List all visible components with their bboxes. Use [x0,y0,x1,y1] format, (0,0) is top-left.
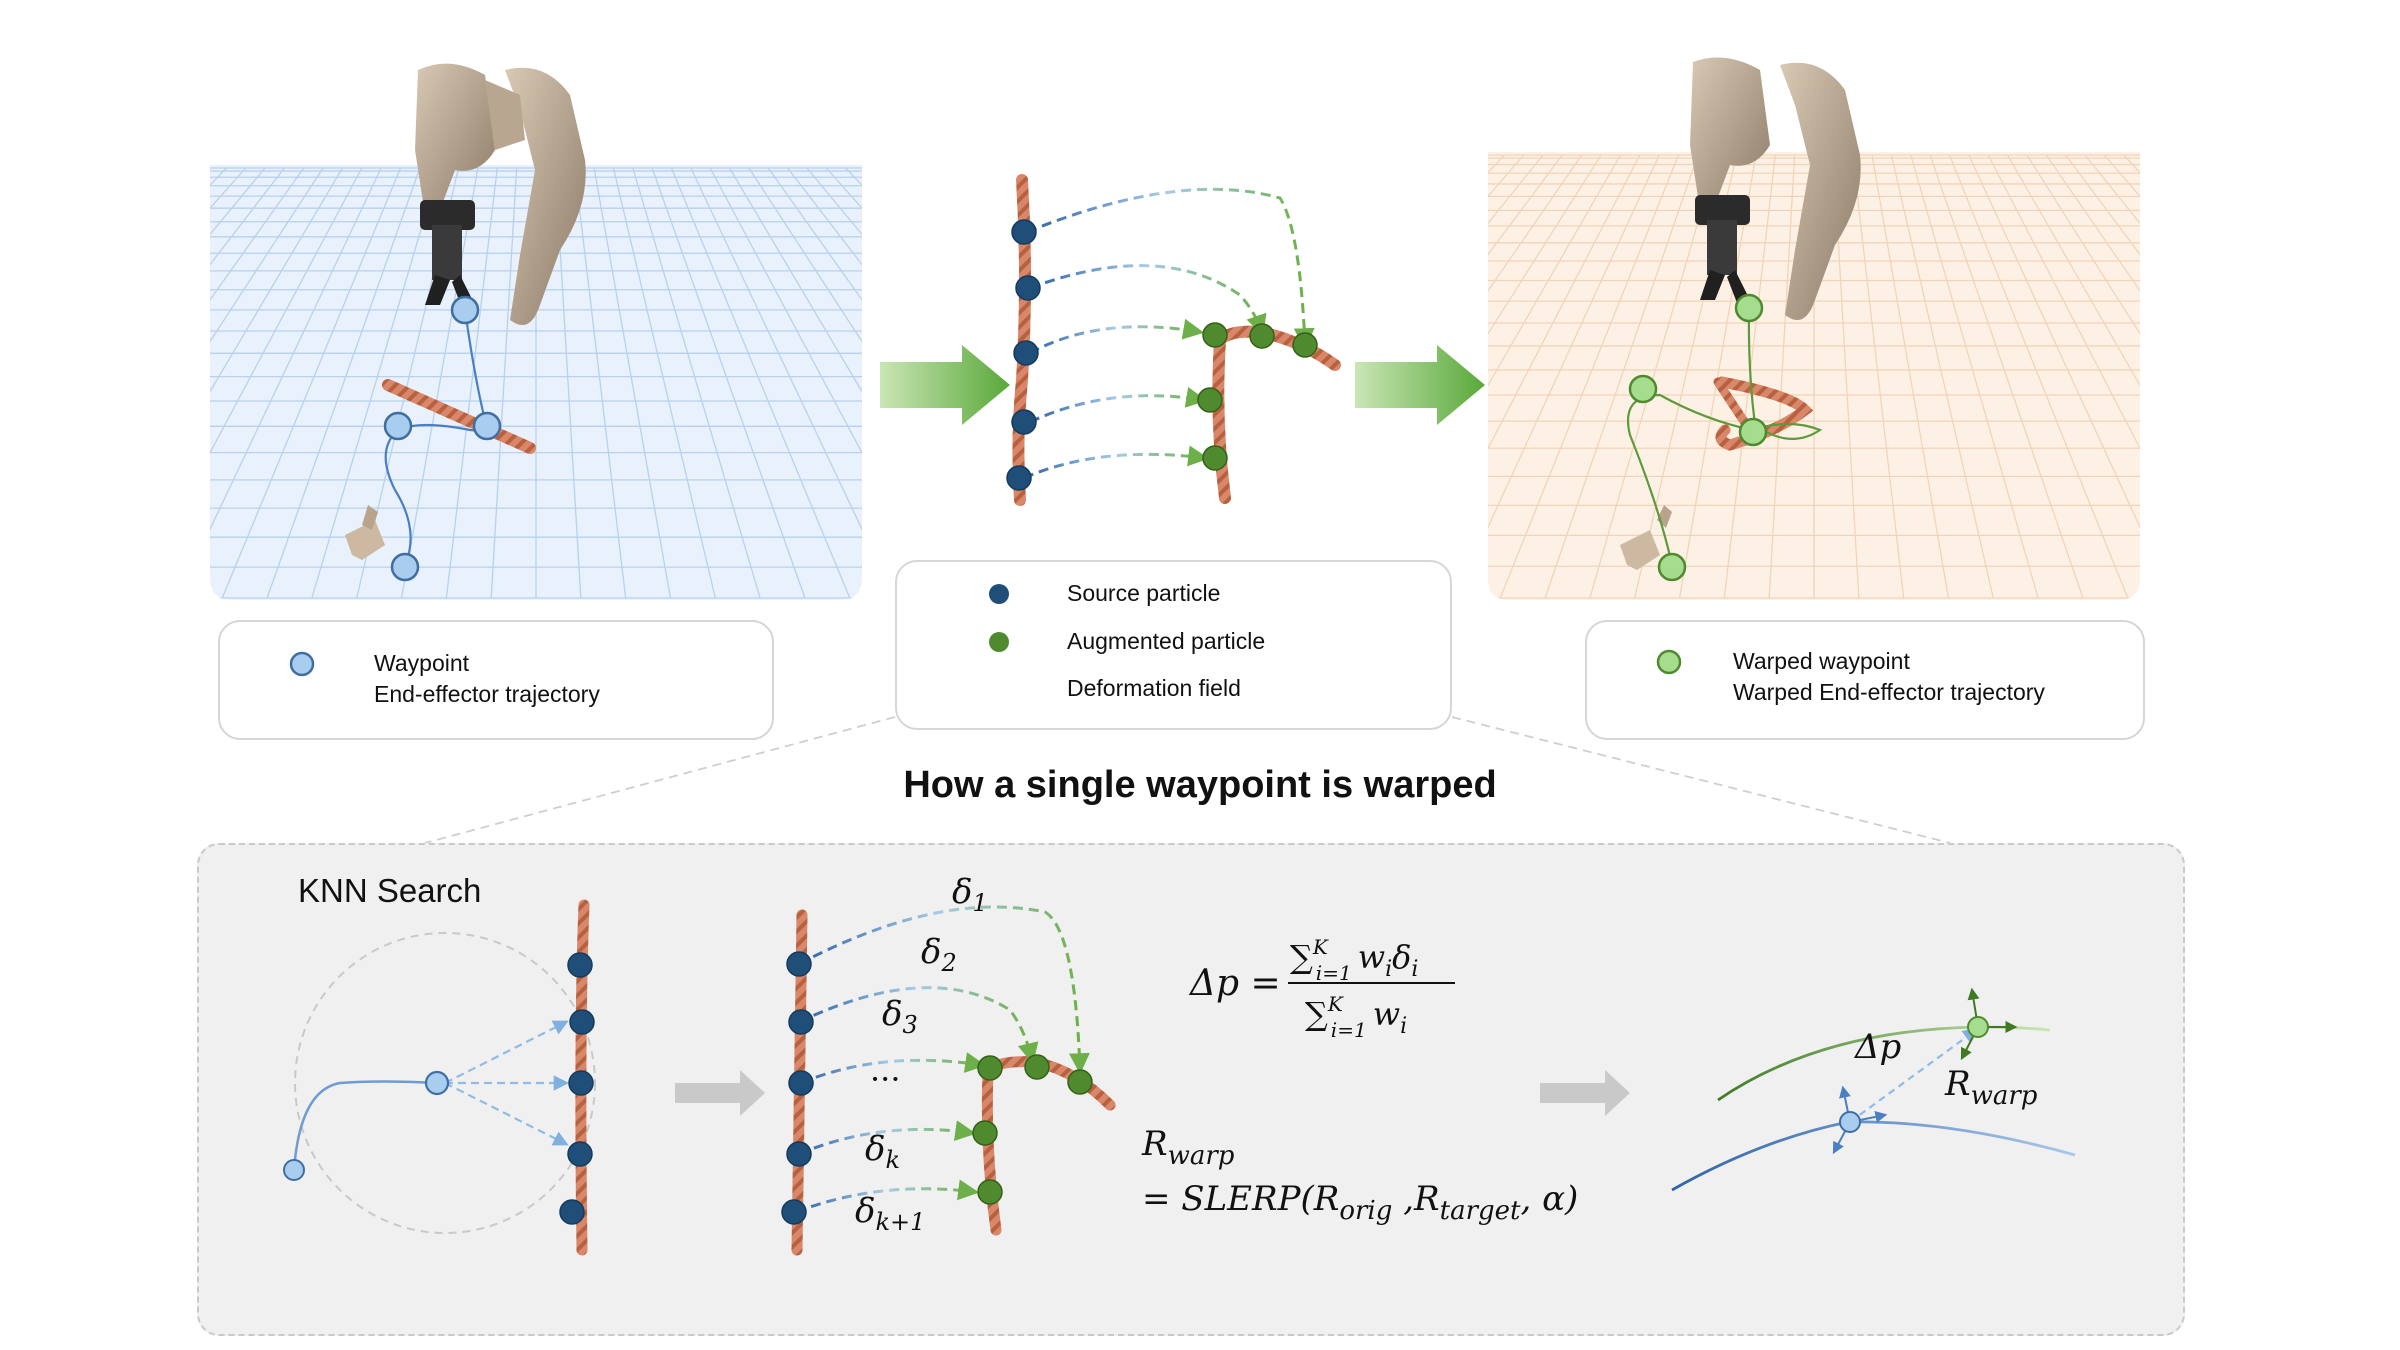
detail-deformation-field [795,905,1090,1214]
formula-lhs: Δp = [1188,963,1281,1004]
left-legend: Waypoint End-effector trajectory [218,620,774,740]
section-title: How a single waypoint is warped [903,764,1497,806]
flow-arrow-1 [880,345,1010,425]
warp-displacement-arrow [1849,1028,1979,1123]
original-path-curve [1671,1120,2076,1192]
delta-1-label: δ1 [952,872,988,917]
right-robot-arm [1690,57,1861,321]
left-scene [210,63,862,600]
middle-deformation-field [1023,187,1315,480]
knn-neighbor-arrows [444,1020,570,1146]
delta-2-label: δ2 [921,932,957,977]
waypoint-legend-icon [289,651,315,677]
left-target-block [345,505,385,560]
middle-augmented-particles [1197,322,1318,471]
right-warped-waypoint [1734,293,1764,323]
trajectory-legend-label: End-effector trajectory [374,681,600,707]
left-ee-trajectory [384,309,488,566]
delta-3-label: δ3 [882,994,918,1039]
augmented-particle-legend-label: Augmented particle [1067,628,1266,654]
source-particle-legend-icon [989,584,1009,604]
warped-path-curve [1717,1025,2051,1102]
detail-augmented-particles [972,1054,1093,1205]
right-warped-waypoint [1628,374,1658,404]
knn-radius-circle [294,932,596,1234]
delta-k1-label: δk+1 [855,1191,925,1236]
delta-k-label: δk [865,1129,900,1174]
delta-p-label: Δp [1853,1027,1901,1067]
delta-dots-label: ··· [870,1060,901,1098]
left-robot-arm [415,63,586,326]
bottom-panel [197,843,2185,1336]
left-waypoint [472,411,502,441]
slerp-expression: = SLERP(Rorig ,Rtarget, α) [1142,1179,1578,1226]
knn-source-particles [559,952,595,1225]
flow-arrow-2 [1355,345,1485,425]
middle-legend-icons [972,584,1027,689]
right-legend: Warped waypoint Warped End-effector traj… [1585,620,2145,740]
warped-waypoint [1967,1016,1989,1038]
right-scene [1488,57,2140,600]
grey-arrow-2 [1540,1070,1630,1116]
knn-query-trajectory [292,1080,438,1171]
rwarp-lhs: Rwarp [1141,1124,1235,1171]
detail-source-particles [781,951,814,1225]
knn-search-diagram [283,899,596,1256]
warped-waypoint-legend-icon [1656,649,1682,675]
original-waypoint [1839,1111,1861,1133]
knn-query-waypoint [424,1070,450,1096]
right-warped-waypoint [1657,552,1687,582]
middle-source-particles [1006,219,1041,491]
deformation-field-legend-label: Deformation field [1067,675,1241,701]
grey-arrow-1 [675,1070,765,1116]
left-waypoint [383,411,413,441]
warped-trajectory-legend-label: Warped End-effector trajectory [1733,679,2045,705]
source-particle-legend-label: Source particle [1067,580,1221,606]
zoom-connector-left [424,716,896,844]
left-waypoint [450,295,480,325]
rwarp-formula: Rwarp = SLERP(Rorig ,Rtarget, α) [1141,1124,1578,1226]
warped-waypoint-legend-label: Warped waypoint [1733,648,1910,674]
left-waypoint [390,552,420,582]
left-rope [382,379,536,454]
knn-rope [575,899,590,1256]
knn-start-waypoint [283,1159,305,1181]
left-grid-lines [210,167,862,599]
waypoint-legend-label: Waypoint [374,650,470,676]
middle-legend: Source particle Augmented particle Defor… [895,560,1452,730]
zoom-connector-right [1451,716,1951,844]
augmented-particle-legend-icon [989,632,1009,652]
left-legend-icons [280,651,330,700]
warp-illustration: Δp Rwarp [1671,987,2076,1192]
rwarp-label: Rwarp [1944,1064,2038,1111]
middle-scene [1006,174,1341,506]
deformation-detail: δ1 δ2 δ3 ··· δk δk+1 [781,872,1116,1256]
knn-search-label: KNN Search [298,872,482,909]
right-legend-icons [1647,649,1702,700]
right-warped-waypoint [1738,417,1768,447]
